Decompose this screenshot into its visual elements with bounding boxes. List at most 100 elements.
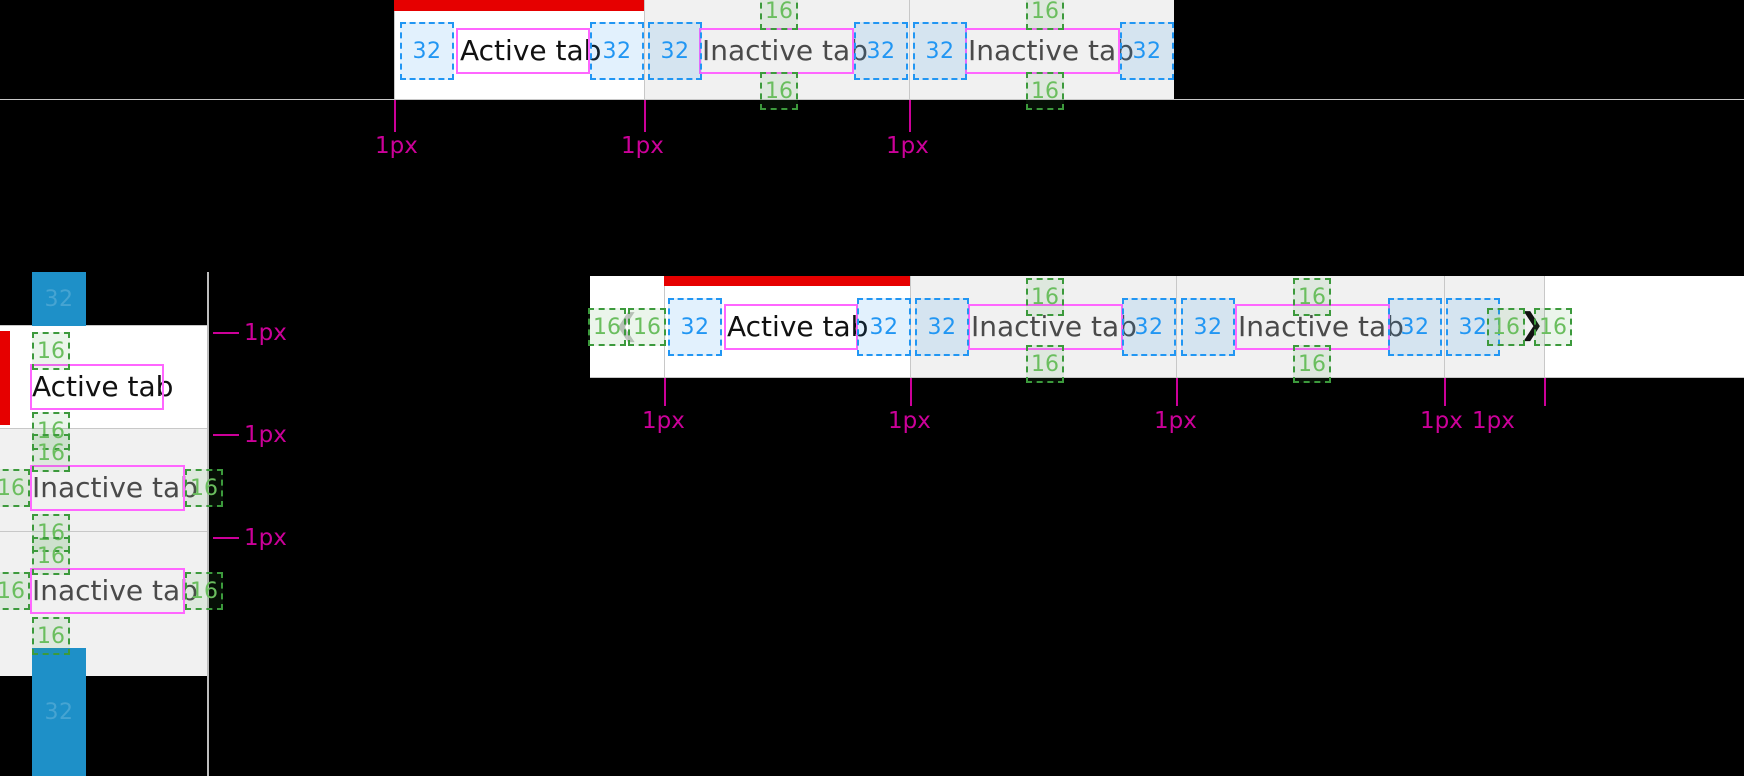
bottom-vpad-16-a: 16	[1026, 278, 1064, 316]
bottom-vpad-16-b: 16	[1026, 345, 1064, 383]
left-tick-3	[213, 537, 239, 539]
active-tab-indicator	[394, 0, 644, 11]
bottom-tab-inactive3-bg[interactable]	[1444, 276, 1544, 378]
left-tab-label-inactive2: Inactive tab	[32, 574, 198, 607]
bottom-tick-4	[1444, 378, 1446, 406]
left-tab-active-bg[interactable]	[0, 326, 207, 428]
left-hpad-16-b: 16	[185, 469, 223, 507]
left-vpad-16-c: 16	[32, 434, 70, 472]
top-tick-1	[394, 100, 396, 132]
left-divider-1	[0, 428, 207, 429]
bottom-px-label-1: 1px	[642, 408, 685, 434]
left-strip-right-edge	[207, 272, 209, 776]
top-strip-baseline	[0, 99, 1744, 100]
top-vpad-16-a: 16	[760, 0, 798, 30]
bottom-pad-32-c: 32	[915, 298, 969, 356]
bottom-divider-4	[1444, 276, 1445, 378]
bottom-tab-inactive1-bg[interactable]	[910, 276, 1176, 378]
left-hpad-16-d: 16	[185, 572, 223, 610]
top-tick-3	[909, 100, 911, 132]
bottom-vpad-16-c: 16	[1293, 278, 1331, 316]
chevron-left-icon[interactable]: ❮	[614, 308, 640, 343]
bottom-tab-strip	[590, 276, 1744, 378]
left-textbox-active	[30, 364, 164, 410]
top-pad-32-a: 32	[400, 22, 454, 80]
top-textbox-active	[456, 28, 590, 74]
top-pad-32-f: 32	[1120, 22, 1174, 80]
left-strip-top-border	[0, 325, 207, 326]
top-tab-inactive2-bg[interactable]	[909, 0, 1174, 100]
bottom-px-label-5: 1px	[1472, 408, 1515, 434]
left-textbox-inactive2	[30, 568, 185, 614]
left-vpad-16-f: 16	[32, 617, 70, 655]
bottom-pad-32-a: 32	[668, 298, 722, 356]
left-tick-1	[213, 332, 239, 334]
bottom-tick-5	[1544, 378, 1546, 406]
left-px-label-2: 1px	[244, 422, 287, 448]
bottom-px-label-4: 1px	[1420, 408, 1463, 434]
top-pad-32-e: 32	[913, 22, 967, 80]
left-block-32-top: 32	[32, 272, 86, 326]
bottom-active-tab-indicator	[664, 276, 910, 286]
top-tab-label-inactive2: Inactive tab	[968, 34, 1134, 67]
bottom-px-label-2: 1px	[888, 408, 931, 434]
bottom-tab-inactive2-bg[interactable]	[1176, 276, 1444, 378]
bottom-strip-baseline	[590, 377, 1744, 378]
left-block-32-bottom: 32	[32, 648, 86, 776]
top-tick-2	[644, 100, 646, 132]
bottom-tab-label-inactive1: Inactive tab	[971, 310, 1137, 343]
top-vpad-16-d: 16	[1026, 72, 1064, 110]
left-px-label-3: 1px	[244, 525, 287, 551]
top-divider-1	[394, 0, 395, 100]
left-vpad-16-b: 16	[32, 412, 70, 450]
left-px-label-1: 1px	[244, 320, 287, 346]
bottom-pad-32-g: 32	[1446, 298, 1500, 356]
bottom-pad-32-f: 32	[1388, 298, 1442, 356]
bottom-tab-active-bg[interactable]	[664, 276, 910, 378]
top-px-label-2: 1px	[621, 133, 664, 159]
scroll-right-zone[interactable]	[1544, 276, 1744, 378]
top-textbox-inactive1	[699, 28, 854, 74]
bottom-textbox-active	[724, 304, 858, 350]
left-tab-label-inactive1: Inactive tab	[32, 471, 198, 504]
top-pad-32-d: 32	[854, 22, 908, 80]
top-tab-active-bg[interactable]	[394, 0, 644, 100]
top-tab-inactive1-bg[interactable]	[644, 0, 909, 100]
top-pad-32-b: 32	[590, 22, 644, 80]
scroll-left-zone[interactable]	[590, 276, 664, 378]
left-tab-label-active: Active tab	[32, 370, 174, 403]
bottom-scrollgap-16-d: 16	[1534, 308, 1572, 346]
left-hpad-16-a: 16	[0, 469, 30, 507]
left-textbox-inactive1	[30, 465, 185, 511]
left-active-tab-indicator	[0, 331, 10, 425]
left-divider-2	[0, 531, 207, 532]
bottom-scrollgap-16-c: 16	[1487, 308, 1525, 346]
bottom-px-label-3: 1px	[1154, 408, 1197, 434]
bottom-pad-32-e: 32	[1181, 298, 1235, 356]
top-vpad-16-b: 16	[760, 72, 798, 110]
top-divider-2	[644, 0, 645, 100]
left-tick-2	[213, 434, 239, 436]
left-vpad-16-e: 16	[32, 537, 70, 575]
bottom-tab-label-inactive2: Inactive tab	[1238, 310, 1404, 343]
bottom-tick-2	[910, 378, 912, 406]
bottom-scrollgap-16-a: 16	[588, 308, 626, 346]
top-textbox-inactive2	[965, 28, 1120, 74]
left-vpad-16-d: 16	[32, 514, 70, 552]
top-pad-32-c: 32	[648, 22, 702, 80]
bottom-vpad-16-d: 16	[1293, 345, 1331, 383]
top-tab-strip	[394, 0, 1174, 100]
bottom-scrollgap-16-b: 16	[628, 308, 666, 346]
top-tab-label-active: Active tab	[460, 34, 602, 67]
left-hpad-16-c: 16	[0, 572, 30, 610]
bottom-pad-32-b: 32	[857, 298, 911, 356]
bottom-tab-label-active: Active tab	[727, 310, 869, 343]
top-vpad-16-c: 16	[1026, 0, 1064, 30]
top-tab-label-inactive1: Inactive tab	[702, 34, 868, 67]
top-px-label-1: 1px	[375, 133, 418, 159]
bottom-tick-3	[1176, 378, 1178, 406]
bottom-divider-5	[1544, 276, 1545, 378]
left-vpad-16-a: 16	[32, 332, 70, 370]
top-divider-3	[909, 0, 910, 100]
